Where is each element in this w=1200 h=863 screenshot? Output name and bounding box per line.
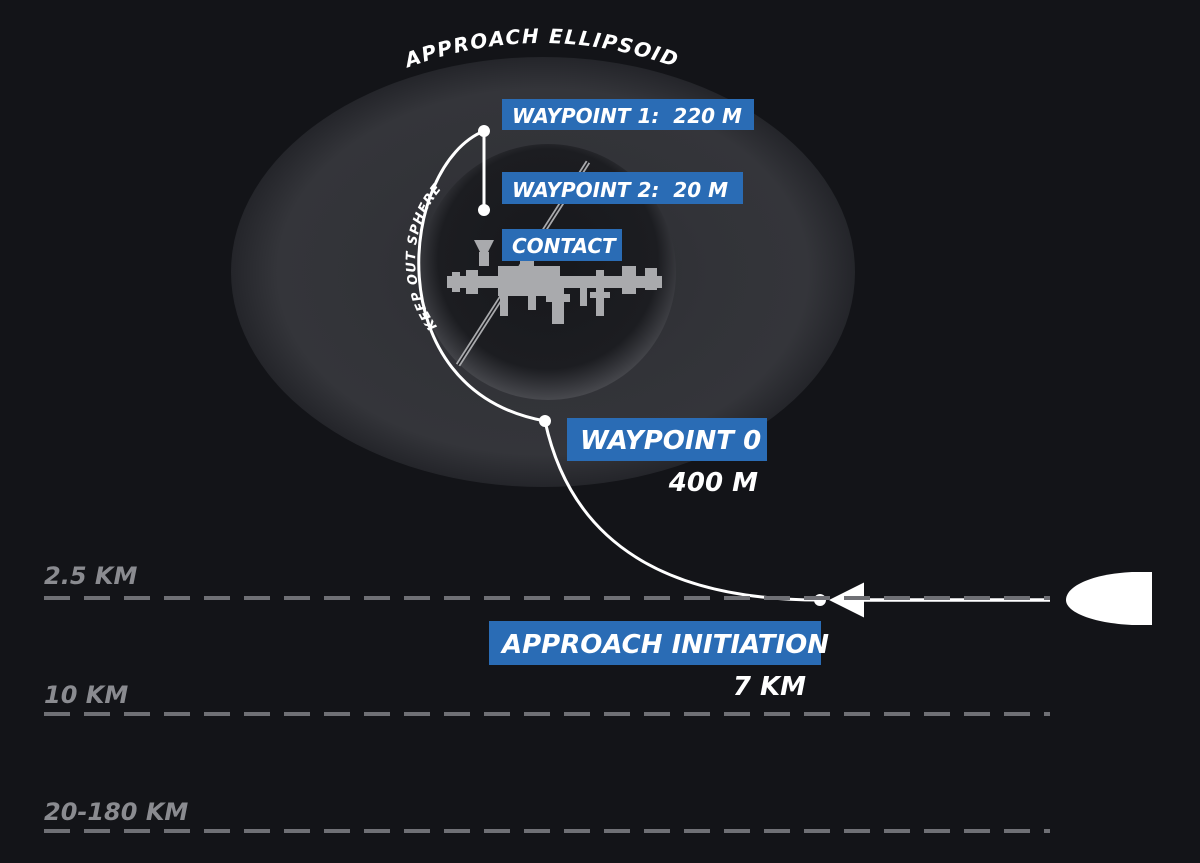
approach-initiation-distance: 7 KM [733,672,806,702]
svg-text:WAYPOINT 2: 20 M: WAYPOINT 2: 20 M [512,178,728,202]
waypoint-1-label: WAYPOINT 1: 220 M [502,99,754,130]
range-line-2-5km: 2.5 KM [44,562,1050,600]
svg-text:CONTACT: CONTACT [512,234,617,258]
waypoint-0-distance: 400 M [668,468,758,498]
waypoint-0-label: WAYPOINT 0 [567,418,767,461]
svg-text:WAYPOINT 0: WAYPOINT 0 [580,426,761,456]
svg-text:APPROACH INITIATION: APPROACH INITIATION [500,630,829,660]
range-label: 20-180 KM [44,798,188,826]
contact-label: CONTACT [502,229,622,261]
waypoint-2-label: WAYPOINT 2: 20 M [502,172,743,204]
spacecraft-icon [1066,572,1152,625]
range-line-10km: 10 KM [44,681,1050,716]
waypoint-0-dot [539,415,551,427]
approach-initiation-label: APPROACH INITIATION [489,621,829,665]
waypoint-1-dot [478,125,490,137]
range-label: 10 KM [44,681,128,709]
approach-path [417,129,546,423]
waypoint-2-dot [478,204,490,216]
svg-text:WAYPOINT 1: 220 M: WAYPOINT 1: 220 M [512,104,742,128]
space-station-icon [447,160,662,367]
range-label: 2.5 KM [44,562,137,590]
range-line-20-180km: 20-180 KM [44,798,1050,833]
